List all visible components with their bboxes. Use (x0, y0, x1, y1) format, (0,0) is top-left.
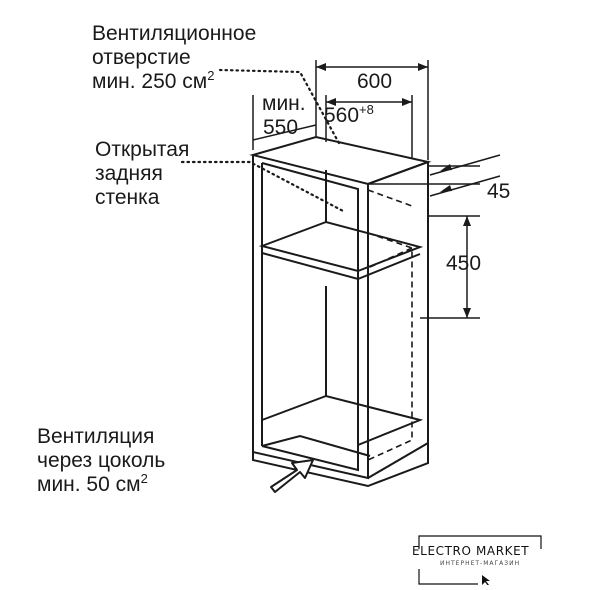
plinth-line1: Вентиляция (37, 425, 155, 448)
cabinet-front (252, 155, 369, 480)
dim-45-line (429, 154, 501, 197)
open-back-label: Открытая задняя стенка (95, 138, 189, 210)
vent-hole-line2: отверстие (92, 46, 191, 69)
dim-extensions (252, 60, 480, 319)
dim-45-label: 45 (487, 180, 511, 203)
plinth (252, 443, 429, 488)
brand-name: ELECTRO MARKET (412, 544, 530, 558)
open-back-leader (180, 160, 347, 214)
brand-logo-frame (418, 535, 542, 585)
open-back-line3: стенка (95, 186, 160, 209)
vent-hole-line1: Вентиляционное (92, 22, 257, 45)
dim-450-label: 450 (446, 252, 482, 275)
brand-tagline: ИНТЕРНЕТ-МАГАЗИН (440, 560, 521, 567)
niche-shelf (258, 220, 424, 281)
dim-550-label: 550 (263, 116, 299, 139)
plinth-vent-label: Вентиляция через цоколь мин. 50 см2 (37, 425, 165, 497)
lower-shelf (261, 394, 424, 446)
plinth-inner (261, 434, 371, 457)
dim-600-label: 600 (357, 70, 393, 93)
vent-hole-leader (218, 68, 342, 147)
plinth-line2: через цоколь (37, 449, 166, 472)
plinth-vent-arrow (270, 459, 314, 493)
vent-hole-line3: мин. 250 см2 (92, 68, 215, 93)
vent-hole-label: Вентиляционное отверстие мин. 250 см2 (92, 22, 256, 94)
cabinet-inner-edges (261, 162, 359, 472)
dim-560-label: 560+8 (324, 102, 374, 127)
dim-550-line (252, 124, 317, 141)
open-back-line2: задняя (95, 162, 163, 185)
dim-depth-prefix: мин. (262, 92, 306, 115)
open-back-line1: Открытая (95, 138, 190, 161)
cabinet-side (367, 160, 429, 479)
hidden-lines (367, 189, 413, 461)
plinth-line3: мин. 50 см2 (37, 471, 148, 496)
